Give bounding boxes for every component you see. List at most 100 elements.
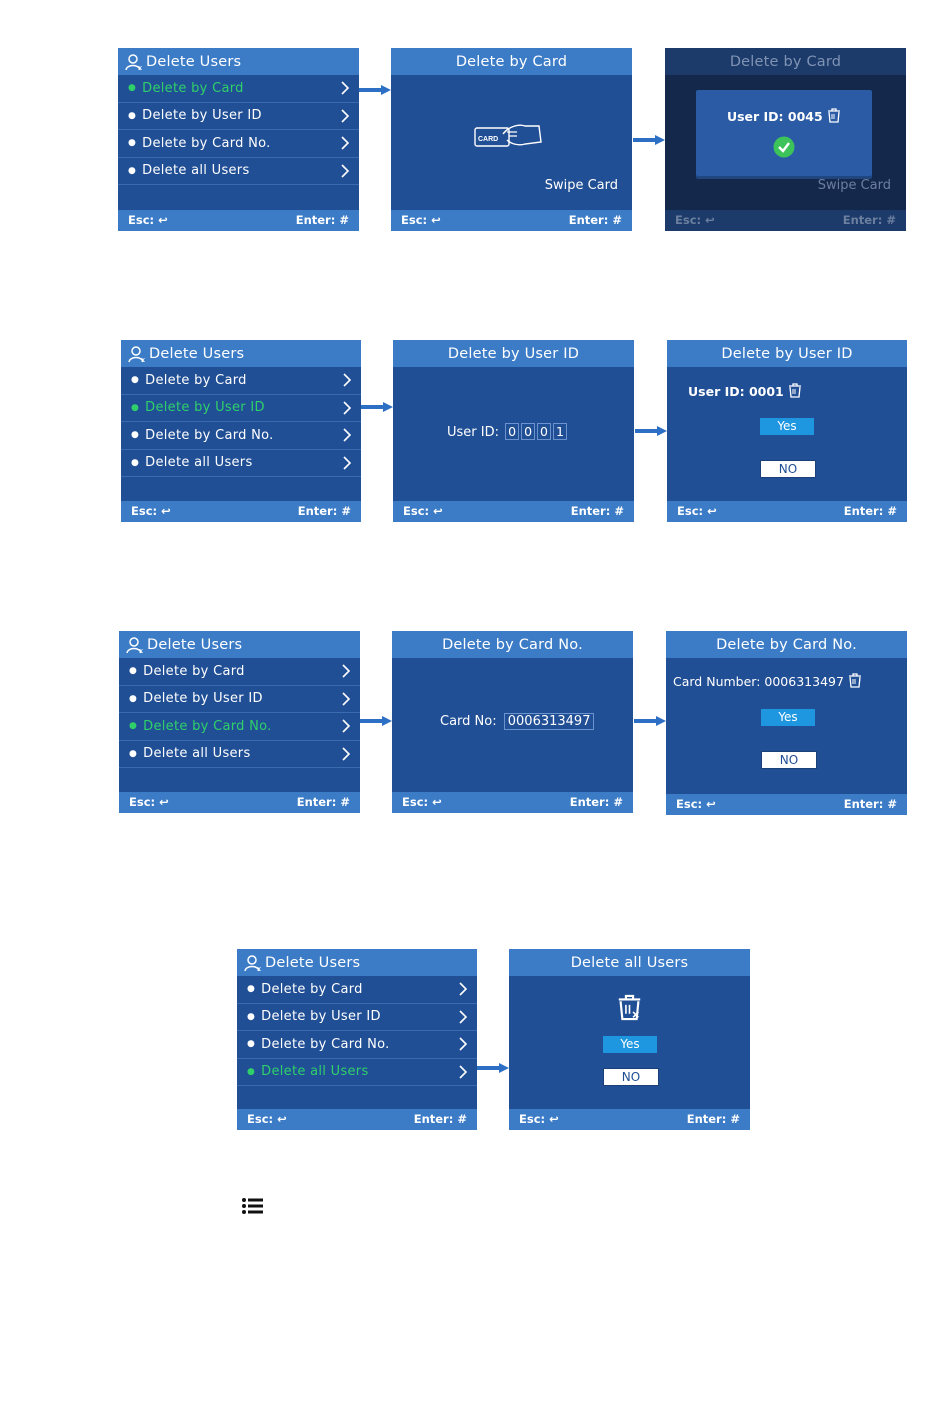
menu-item-delete-by-card-no[interactable]: ●Delete by Card No. <box>119 713 360 741</box>
user-id-digit[interactable]: 0 <box>537 423 551 440</box>
screen-title: Delete all Users <box>570 954 689 971</box>
user-delete-icon: x <box>128 345 145 363</box>
chevron-right-icon <box>343 455 352 470</box>
esc-hint[interactable]: Esc: ↩ <box>402 795 442 809</box>
back-icon: ↩ <box>158 213 168 227</box>
svg-text:x: x <box>138 64 142 71</box>
confirm-card-number: Card Number: 0006313497 <box>673 673 862 689</box>
menu-header: x Delete Users <box>119 631 360 658</box>
flow-arrow-icon <box>477 1063 509 1073</box>
yes-button[interactable]: Yes <box>603 1036 657 1053</box>
footer-bar: Esc: ↩ Enter: # <box>391 210 632 231</box>
footer-bar: Esc: ↩ Enter: # <box>666 794 907 815</box>
user-id-digit[interactable]: 0 <box>521 423 536 440</box>
enter-hint[interactable]: Enter: # <box>843 797 897 811</box>
footer-bar: Esc: ↩ Enter: # <box>118 210 359 231</box>
menu-item-delete-by-card[interactable]: ●Delete by Card <box>118 75 359 103</box>
screen-header: Delete by Card <box>391 48 632 75</box>
menu-title: Delete Users <box>146 53 242 70</box>
yes-button[interactable]: Yes <box>761 709 815 726</box>
swipe-card-text: Swipe Card <box>817 178 891 193</box>
screen-header: Delete by Card No. <box>666 631 907 658</box>
screen-title: Delete by User ID <box>721 345 853 362</box>
menu-item-delete-by-user-id[interactable]: ●Delete by User ID <box>118 103 359 130</box>
user-id-digit[interactable]: 0 <box>505 423 520 440</box>
delete-by-card-result-screen: Delete by Card Swipe Card User ID: 0045 … <box>665 48 906 231</box>
enter-hint[interactable]: Enter: # <box>842 213 896 227</box>
card-no-value[interactable]: 0006313497 <box>503 713 595 730</box>
footer-bar: Esc: ↩ Enter: # <box>667 501 907 522</box>
esc-hint[interactable]: Esc: ↩ <box>519 1112 559 1126</box>
menu-item-delete-all-users[interactable]: ●Delete all Users <box>237 1059 477 1086</box>
esc-hint[interactable]: Esc: ↩ <box>677 504 717 518</box>
esc-hint[interactable]: Esc: ↩ <box>675 213 715 227</box>
menu-item-delete-by-user-id[interactable]: ●Delete by User ID <box>237 1004 477 1031</box>
enter-hint[interactable]: Enter: # <box>843 504 897 518</box>
back-icon: ↩ <box>161 504 171 518</box>
back-icon: ↩ <box>707 504 717 518</box>
menu-item-delete-by-user-id[interactable]: ●Delete by User ID <box>121 395 361 422</box>
screen-header: Delete all Users <box>509 949 750 976</box>
hash-icon: # <box>886 213 896 227</box>
back-icon: ↩ <box>706 797 716 811</box>
chevron-right-icon <box>341 163 350 178</box>
menu-item-delete-by-user-id[interactable]: ●Delete by User ID <box>119 686 360 713</box>
footer-bar: Esc: ↩ Enter: # <box>119 792 360 813</box>
success-check-icon <box>773 136 795 158</box>
screen-title: Delete by Card <box>455 53 568 70</box>
no-button[interactable]: NO <box>760 460 816 478</box>
flow-arrow-icon <box>359 85 391 95</box>
flow-arrow-icon <box>634 716 666 726</box>
swipe-card-text: Swipe Card <box>544 178 618 193</box>
chevron-right-icon <box>343 400 352 415</box>
menu-item-delete-by-card[interactable]: ●Delete by Card <box>119 658 360 686</box>
enter-hint[interactable]: Enter: # <box>686 1112 740 1126</box>
footer-bar: Esc: ↩ Enter: # <box>393 501 634 522</box>
delete-all-users-screen: Delete all Users Yes NO Esc: ↩ Enter: # <box>509 949 750 1130</box>
no-button[interactable]: NO <box>603 1068 659 1086</box>
esc-hint[interactable]: Esc: ↩ <box>131 504 171 518</box>
esc-hint[interactable]: Esc: ↩ <box>401 213 441 227</box>
hash-icon: # <box>612 213 622 227</box>
screen-title: Delete by Card <box>729 53 842 70</box>
delete-users-menu-screen-1: x Delete Users ●Delete by Card ●Delete b… <box>118 48 359 231</box>
chevron-right-icon <box>343 428 352 442</box>
enter-hint[interactable]: Enter: # <box>296 795 350 809</box>
esc-hint[interactable]: Esc: ↩ <box>403 504 443 518</box>
enter-hint[interactable]: Enter: # <box>295 213 349 227</box>
esc-hint[interactable]: Esc: ↩ <box>128 213 168 227</box>
yes-button[interactable]: Yes <box>760 418 814 435</box>
chevron-right-icon <box>459 1009 468 1024</box>
enter-hint[interactable]: Enter: # <box>413 1112 467 1126</box>
user-delete-icon: x <box>125 53 142 71</box>
enter-hint[interactable]: Enter: # <box>297 504 351 518</box>
user-id-digit[interactable]: 1 <box>553 423 567 440</box>
menu-item-delete-all-users[interactable]: ●Delete all Users <box>118 158 359 185</box>
trash-delete-icon <box>618 994 641 1021</box>
esc-hint[interactable]: Esc: ↩ <box>676 797 716 811</box>
menu-item-delete-all-users[interactable]: ●Delete all Users <box>121 450 361 477</box>
esc-hint[interactable]: Esc: ↩ <box>247 1112 287 1126</box>
svg-text:x: x <box>141 356 145 363</box>
screen-header: Delete by User ID <box>393 340 634 367</box>
chevron-right-icon <box>459 982 468 996</box>
hash-icon: # <box>341 504 351 518</box>
enter-hint[interactable]: Enter: # <box>568 213 622 227</box>
menu-item-delete-by-card[interactable]: ●Delete by Card <box>121 367 361 395</box>
chevron-right-icon <box>342 719 351 733</box>
menu-item-delete-by-card-no[interactable]: ●Delete by Card No. <box>118 130 359 158</box>
menu-header: x Delete Users <box>121 340 361 367</box>
card-no-input[interactable]: Card No: 0006313497 <box>440 713 595 730</box>
screen-header: Delete by User ID <box>667 340 907 367</box>
menu-item-delete-all-users[interactable]: ●Delete all Users <box>119 741 360 768</box>
menu-item-delete-by-card-no[interactable]: ●Delete by Card No. <box>121 422 361 450</box>
enter-hint[interactable]: Enter: # <box>569 795 623 809</box>
menu-item-delete-by-card[interactable]: ●Delete by Card <box>237 976 477 1004</box>
back-icon: ↩ <box>432 795 442 809</box>
no-button[interactable]: NO <box>761 751 817 769</box>
esc-hint[interactable]: Esc: ↩ <box>129 795 169 809</box>
hash-icon: # <box>339 213 349 227</box>
menu-item-delete-by-card-no[interactable]: ●Delete by Card No. <box>237 1031 477 1059</box>
enter-hint[interactable]: Enter: # <box>570 504 624 518</box>
